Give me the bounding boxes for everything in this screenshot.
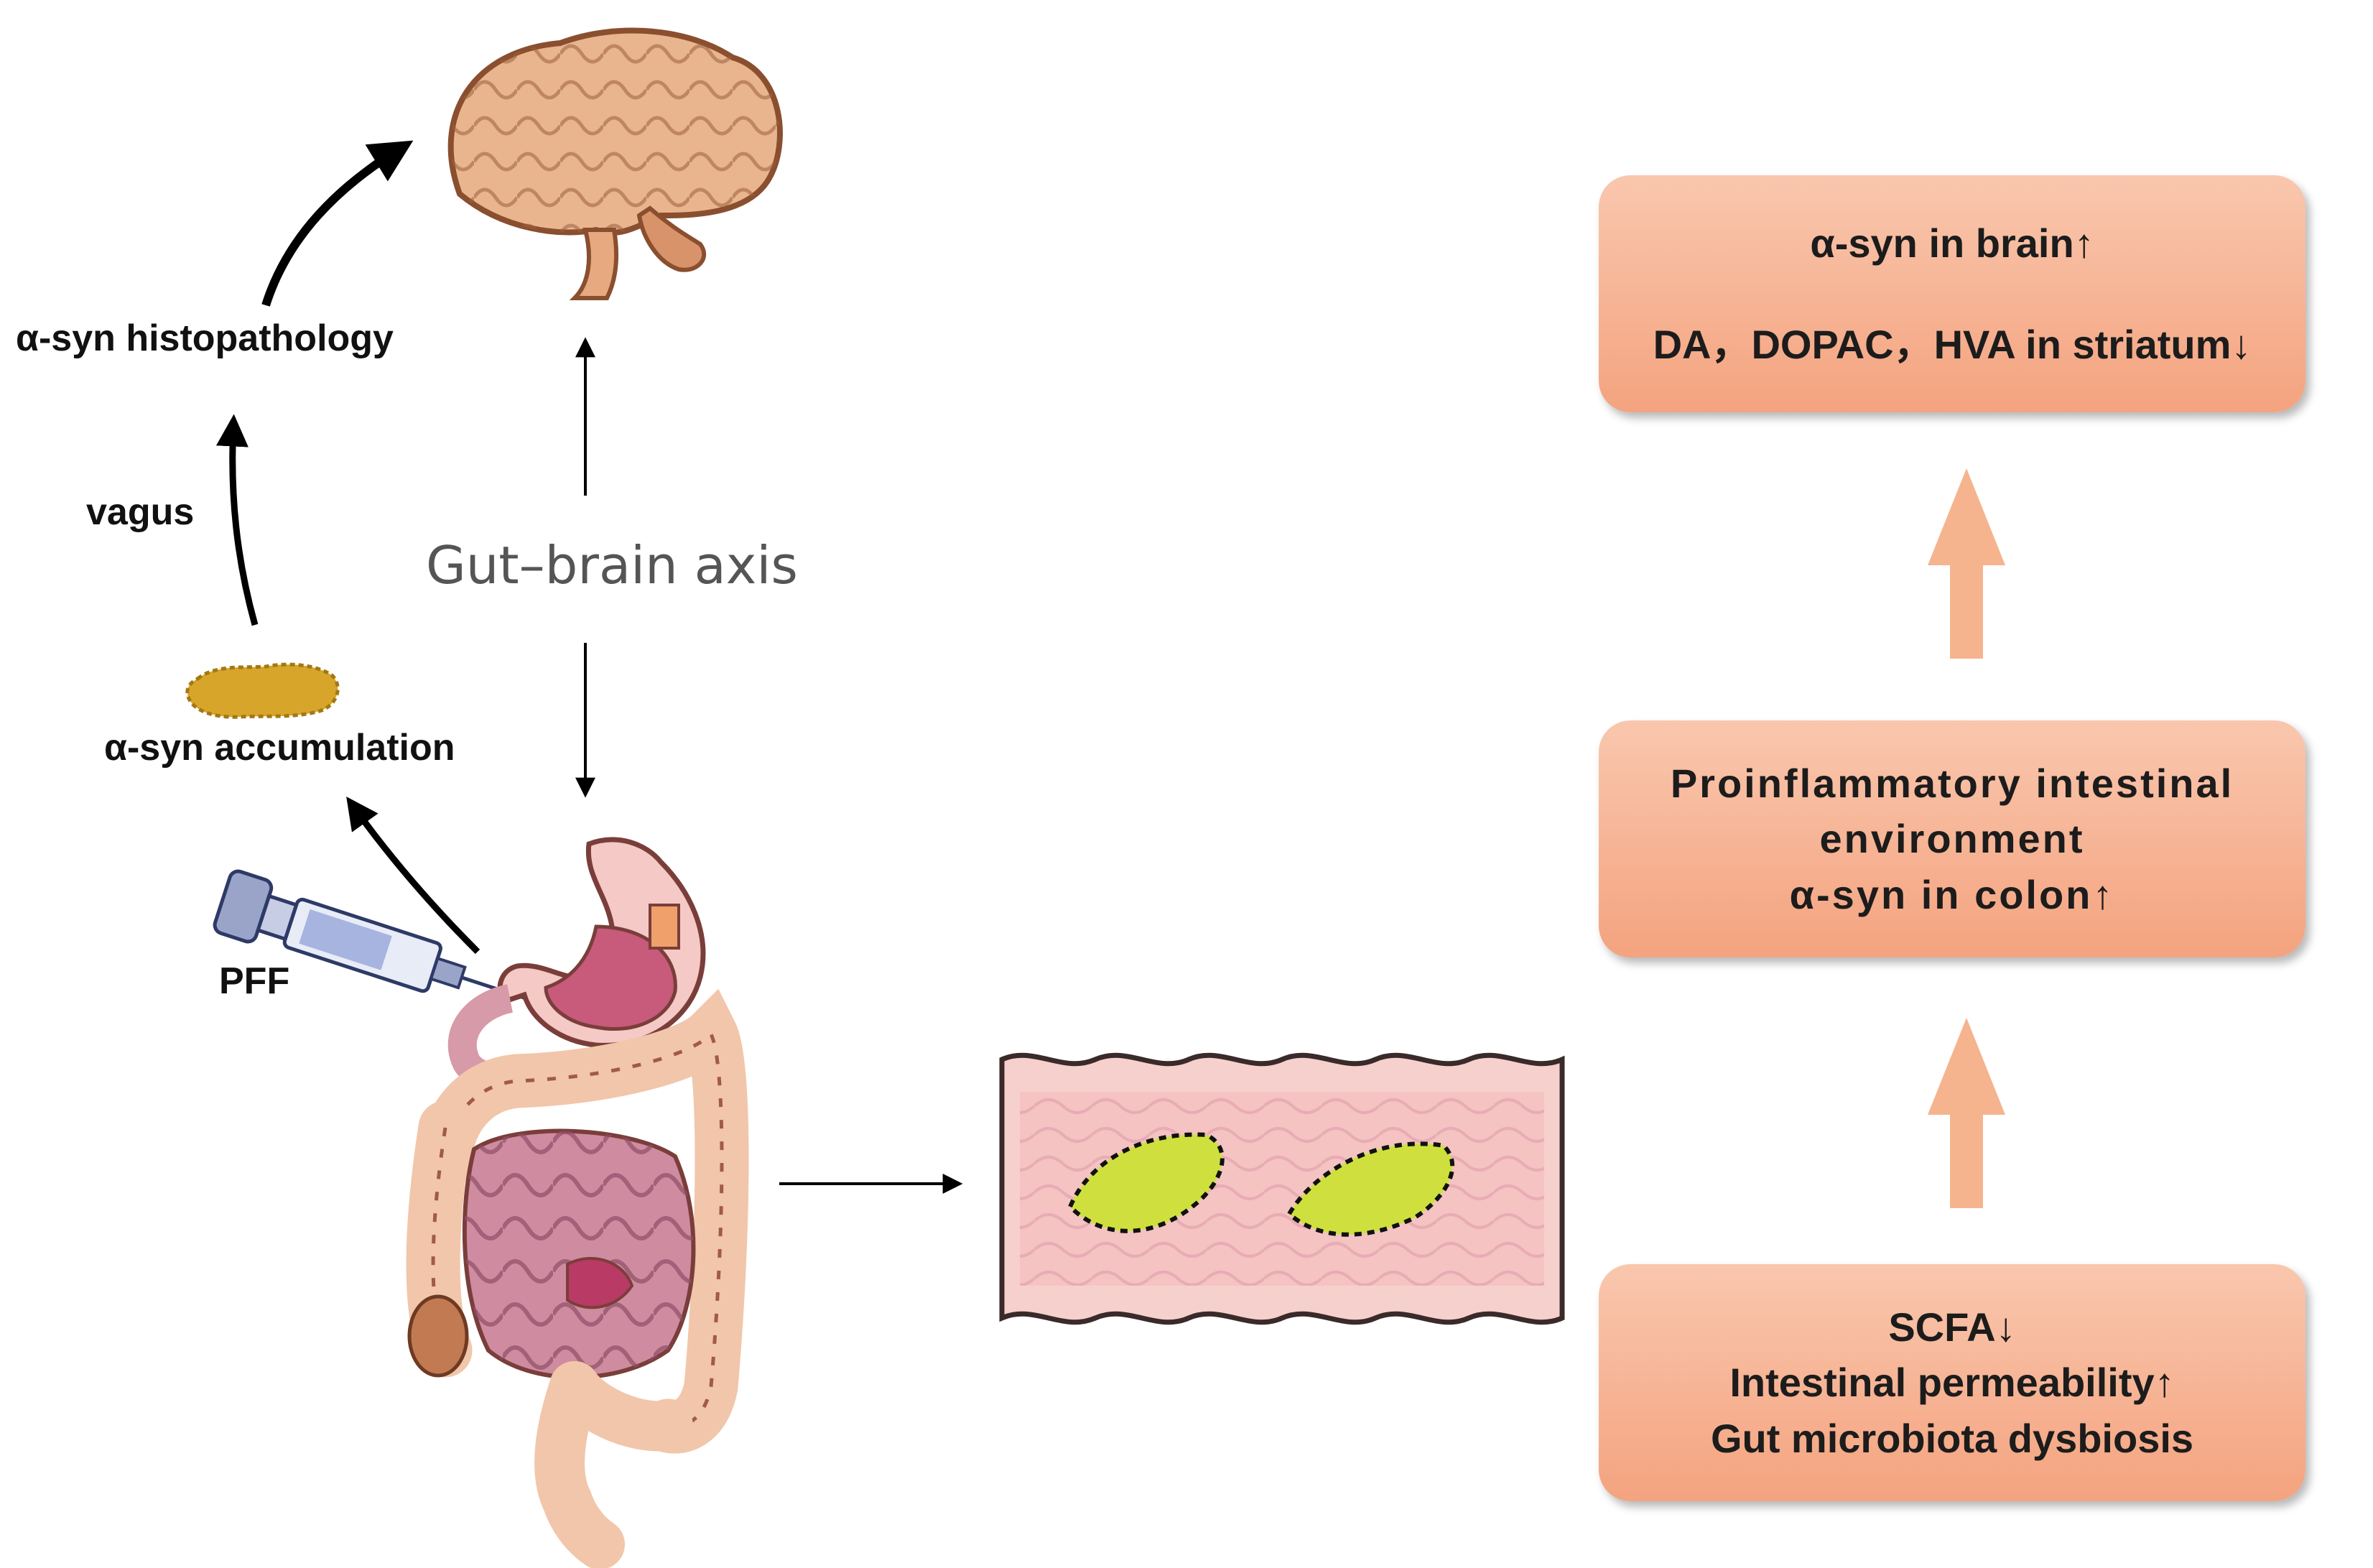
box-brain-line1: α-syn in brain↑ xyxy=(1810,220,2094,266)
box-colon-line2: environment xyxy=(1819,816,2085,862)
pff-label: PFF xyxy=(219,960,290,1002)
alpha-syn-aggregate-icon xyxy=(185,662,340,719)
injection-to-accumulation-arrow xyxy=(346,797,480,955)
alpha-syn-accumulation-label: α-syn accumulation xyxy=(104,727,455,769)
vagus-label: vagus xyxy=(86,491,195,533)
bacteria-icon xyxy=(1067,1132,1455,1237)
flow-arrow-colon-to-brain xyxy=(1928,468,2005,659)
flow-arrow-gut-to-colon xyxy=(1928,1018,2005,1208)
gut-brain-axis-label: Gut–brain axis xyxy=(426,535,798,595)
brain-outcome-box: α-syn in brain↑ DA，DOPAC，HVA in striatum… xyxy=(1599,175,2305,412)
alpha-syn-histopathology-label: α-syn histopathology xyxy=(16,317,394,359)
brain-icon xyxy=(447,27,783,300)
box-colon-line1: Proinflammatory intestinal xyxy=(1670,761,2234,807)
vagus-arrow xyxy=(215,414,259,626)
box-colon-line3: α-syn in colon↑ xyxy=(1789,871,2115,917)
digestive-system-icon xyxy=(406,837,749,1568)
colon-outcome-box: Proinflammatory intestinal environment α… xyxy=(1599,720,2305,957)
box-gut-line1: SCFA↓ xyxy=(1888,1304,2016,1350)
gut-outcome-box: SCFA↓ Intestinal permeability↑ Gut micro… xyxy=(1599,1264,2305,1501)
box-brain-line2: DA，DOPAC，HVA in striatum↓ xyxy=(1653,322,2252,367)
box-gut-line3: Gut microbiota dysbiosis xyxy=(1710,1415,2194,1461)
histopathology-to-brain-arrow xyxy=(261,140,414,307)
box-gut-line2: Intestinal permeability↑ xyxy=(1729,1360,2175,1406)
